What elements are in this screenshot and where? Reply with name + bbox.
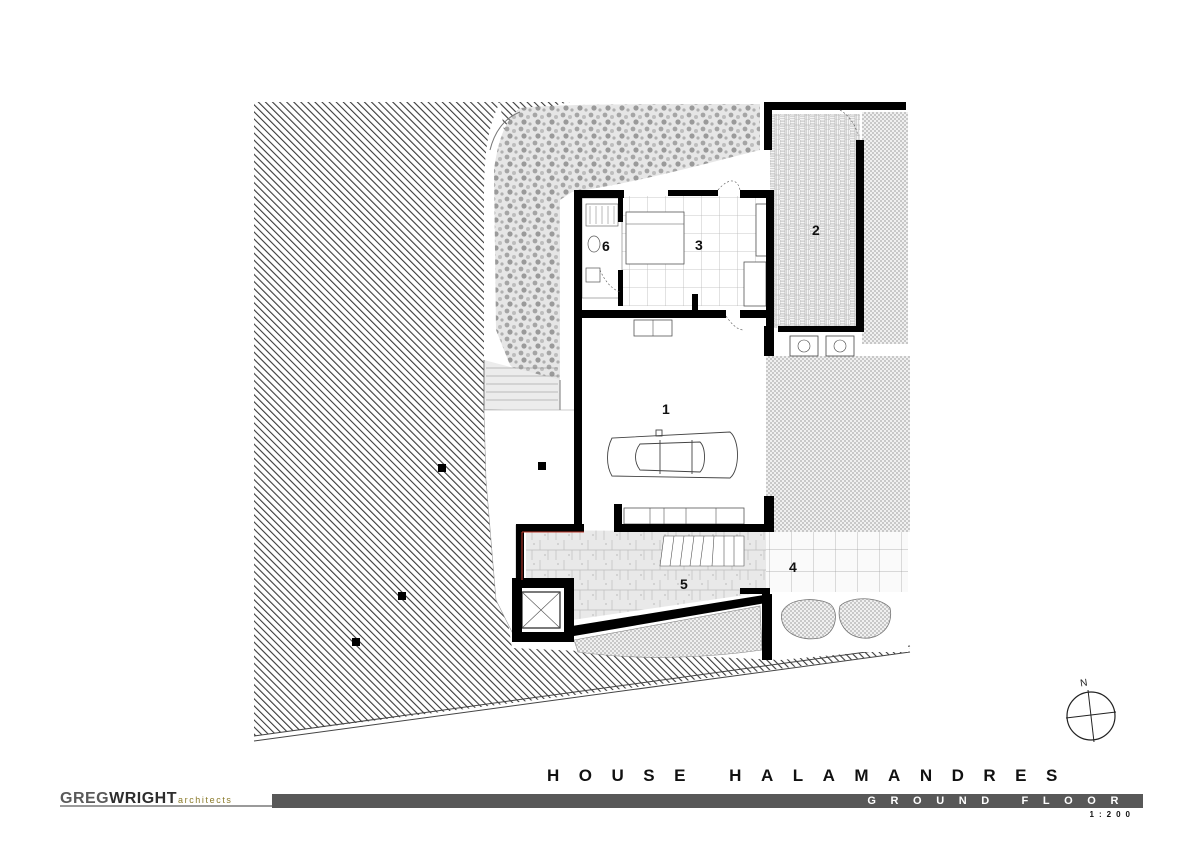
- basin: [585, 267, 601, 283]
- drawing-title: HOUSE HALAMANDRES: [547, 766, 1077, 785]
- post-4: [352, 638, 360, 646]
- car-icon: [607, 429, 738, 479]
- lift-x2: [521, 591, 561, 629]
- garage-shelf-bottom: [623, 507, 745, 525]
- room-label-5: 5: [680, 576, 688, 592]
- firm-suffix: architects: [178, 795, 233, 805]
- site-boundary-2: [253, 651, 911, 742]
- patio-2: [770, 114, 860, 328]
- entry-red-line: [521, 531, 584, 580]
- room-label-3: 3: [695, 237, 703, 253]
- garage-floor: [584, 322, 766, 526]
- firm-name-part2: WRIGHT: [109, 790, 177, 807]
- post-2: [538, 462, 546, 470]
- shelf-divs: [649, 508, 717, 524]
- room-label-4: 4: [789, 559, 797, 575]
- patio-2-strip: [862, 112, 908, 344]
- laundry-1-drum: [797, 339, 811, 353]
- firm-logo: GREGWRIGHTarchitects: [60, 790, 233, 808]
- garden-steps: [489, 111, 521, 151]
- south-rocks: [573, 605, 763, 658]
- post-1: [438, 464, 446, 472]
- toilet: [587, 235, 601, 253]
- rock-2: [838, 598, 892, 639]
- site-hatch: [254, 102, 910, 736]
- shower-lines: [589, 206, 615, 224]
- room-label-1: 1: [662, 401, 670, 417]
- walls: [512, 102, 906, 660]
- north-label: N: [1079, 678, 1088, 690]
- title-bar: [272, 794, 1143, 808]
- garden-area: [494, 104, 760, 383]
- firm-underline: [60, 805, 326, 807]
- floor-plan: 1 2 3 4 5 6 N: [253, 102, 1117, 743]
- kitchen-counter: [743, 261, 767, 307]
- north-arrow-icon: N: [1065, 678, 1117, 743]
- site-boundary: [253, 645, 911, 737]
- door-swings: [599, 109, 859, 331]
- drawing-subtitle: GROUND FLOOR: [867, 795, 1133, 807]
- laundry-2: [825, 335, 855, 357]
- upper-hatch: [500, 102, 570, 130]
- room-4-paving: [766, 532, 908, 592]
- bed: [625, 211, 685, 265]
- post-3: [398, 592, 406, 600]
- step-lines: [486, 367, 558, 401]
- east-paving: [764, 356, 910, 532]
- rock-1: [781, 599, 836, 640]
- room-label-2: 2: [812, 222, 820, 238]
- laundry-2-drum: [833, 339, 847, 353]
- drawing-scale: 1:200: [1089, 810, 1135, 819]
- room-label-6: 6: [602, 238, 610, 254]
- firm-name-part1: GREG: [60, 790, 110, 807]
- stair: [659, 535, 745, 567]
- laundry-1: [789, 335, 819, 357]
